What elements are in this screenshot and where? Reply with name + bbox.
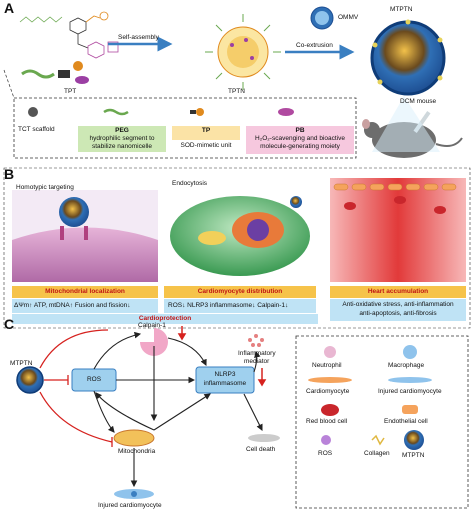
nlrp3-label-2: inflammasome <box>203 380 247 387</box>
legend-collagen: Collagen <box>364 450 390 457</box>
heart-tissue-image <box>330 178 466 282</box>
cardioprotection-label: Cardioprotection <box>138 315 192 322</box>
legend-rbc: Red blood cell <box>306 418 348 425</box>
calpain-label: Calpain-1 <box>138 322 166 329</box>
mtptn-small <box>17 367 43 393</box>
cell-death-icon <box>248 434 280 442</box>
calpain-icon <box>140 328 168 356</box>
pb-box <box>246 126 354 154</box>
injured-label: Injured cardiomyocyte <box>98 502 162 509</box>
tp-desc: SOD-mimetic unit <box>180 142 232 149</box>
legend-ros: ROS <box>318 450 333 457</box>
pb-icon <box>278 108 294 116</box>
legend-collagen-icon <box>371 434 385 446</box>
homotypic-label: Homotypic targeting <box>16 184 74 191</box>
legend-neutrophil: Neutrophil <box>312 362 342 369</box>
ros-label: ROS <box>86 376 102 383</box>
legend-endothelial: Endothelial cell <box>384 418 428 425</box>
panel-b-letter: B <box>4 166 15 182</box>
panel-a-letter: A <box>4 0 15 16</box>
panel-c-letter: C <box>4 316 15 332</box>
legend-macrophage: Macrophage <box>388 362 425 369</box>
pb-desc-1: H₂O₂-scavenging and bioactive <box>255 135 345 142</box>
mtptn-large <box>370 19 446 96</box>
legend-injured-icon <box>388 377 432 383</box>
inflam-label-2: mediator <box>244 358 270 365</box>
effects-heart-1: Anti-oxidative stress, anti-inflammation <box>342 301 454 308</box>
heart-acc-label: Heart accumulation <box>367 288 429 295</box>
tptn-label: TPTN <box>228 88 245 95</box>
endocytosis-label: Endocytosis <box>172 180 208 187</box>
peg-icon <box>103 108 129 116</box>
tpt-label: TPT <box>64 88 77 95</box>
tpt-cartoon <box>21 61 89 84</box>
nlrp3-label-1: NLRP3 <box>214 371 236 378</box>
legend-neutrophil-icon <box>324 346 336 358</box>
tct-label: TCT scaffold <box>18 126 55 133</box>
components-box <box>13 97 357 159</box>
self-assembly-label: Self-assembly <box>118 34 159 41</box>
nlrp3-box <box>195 366 255 394</box>
mtptn-label: MTPTN <box>390 6 413 13</box>
peg-desc: hydrophilic segment to stabilize nanomic… <box>89 135 155 150</box>
legend-ros-icon <box>321 435 331 445</box>
peg-title: PEG <box>115 127 129 134</box>
peg-box <box>78 126 166 152</box>
effects-heart-2: anti-apoptosis, anti-fibrosis <box>359 310 437 317</box>
legend-macrophage-icon <box>403 345 417 359</box>
cell-death-label: Cell death <box>246 446 276 453</box>
mito-loc-label: Mitochondrial localization <box>45 288 125 295</box>
legend-mtptn: MTPTN <box>402 452 425 459</box>
cardiomyocyte-image <box>164 178 316 282</box>
inflam-label-1: Inflammatory <box>238 350 276 357</box>
mito-label: Mitochondria <box>118 448 156 455</box>
tp-title: TP <box>201 127 211 134</box>
tp-box <box>172 126 240 140</box>
mitochondria-icon <box>113 429 155 447</box>
inflammatory-mediator-icon <box>248 334 264 347</box>
legend-cardiomyocyte: Cardiomyocyte <box>306 388 350 395</box>
legend-mtptn-icon <box>404 430 424 450</box>
pb-desc-2: molecule-generating moiety <box>260 143 340 150</box>
tp-icon <box>190 108 204 116</box>
cardio-dist-label: Cardiomyocyte distribution <box>197 288 283 295</box>
pb-title: PB <box>295 127 305 134</box>
mtptn-c-label: MTPTN <box>10 360 33 367</box>
effects-cardio-label: ROS↓ NLRP3 inflammasome↓ Calpain-1↓ <box>168 302 289 309</box>
membrane-image <box>12 190 158 282</box>
ommv-label: OMMV <box>338 14 359 21</box>
tptn-micelle <box>205 14 281 90</box>
legend-box <box>295 335 469 509</box>
legend-injured: Injured cardiomyocyte <box>378 388 442 395</box>
dcm-mouse-label: DCM mouse <box>400 98 437 105</box>
co-extrusion-label: Co-extrusion <box>296 42 333 49</box>
legend-cardiomyocyte-icon <box>308 377 352 383</box>
legend-endothelial-icon <box>402 405 418 414</box>
tpt-structure <box>19 11 119 59</box>
effects-mito-label: ΔΨm↑ ATP, mtDNA↑ Fusion and fission↓ <box>14 302 131 309</box>
tct-icon <box>28 107 38 117</box>
legend-rbc-icon <box>321 404 339 416</box>
